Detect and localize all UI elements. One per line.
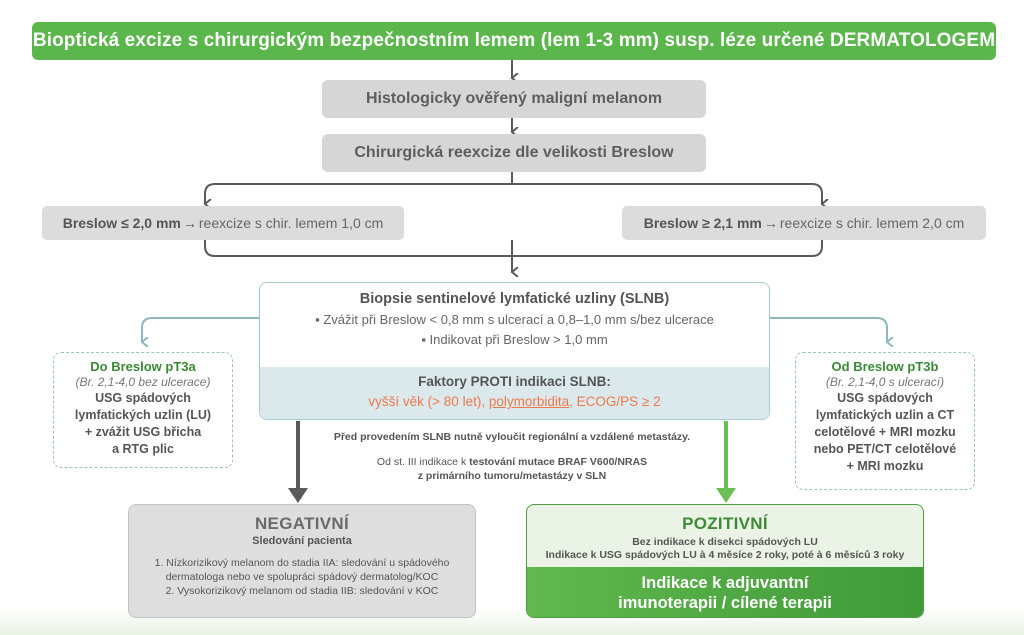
positive-line1: Bez indikace k disekci spádových LU — [632, 536, 818, 548]
factors-line: vyšší věk (> 80 let), polymorbidita, ECO… — [260, 394, 769, 409]
negative-list: 1. Nízkorizikový melanom do stadia IIA: … — [129, 556, 475, 598]
reexcision-text: Chirurgická reexcize dle velikosti Bresl… — [354, 144, 674, 161]
factor-polymorbidity: polymorbidita — [488, 394, 570, 409]
negative-item-2: 2. Vysokorizikový melanom od stadia IIB:… — [165, 585, 439, 597]
arrow-slnb-to-right — [770, 317, 887, 342]
histology-text: Histologicky ověřený maligní melanom — [365, 90, 663, 107]
braf-note: Od st. III indikace k testování mutace B… — [290, 455, 734, 483]
arrow-to-positive — [716, 421, 736, 503]
right-line: nebo PET/CT celotělové — [813, 442, 957, 456]
left-line: lymfatických uzlin (LU) — [74, 408, 212, 422]
braf-note-bold: testování mutace BRAF V600/NRAS — [469, 456, 648, 468]
negative-item-1-line1: 1. Nízkorizikový melanom do stadia IIA: … — [154, 557, 450, 569]
factors-title: Faktory PROTI indikaci SLNB: — [418, 374, 611, 389]
slnb-title: Biopsie sentinelové lymfatické uzliny (S… — [359, 291, 670, 307]
biopsy-excision-box: Bioptická excize s chirurgickým bezpečno… — [32, 22, 996, 60]
left-line: USG spádových — [95, 391, 191, 405]
left-text: USG spádových lymfatických uzlin (LU) + … — [54, 390, 232, 458]
arrow-to-negative — [288, 421, 308, 503]
adjuvant-line1: Indikace k adjuvantní — [641, 574, 809, 592]
right-subtitle: (Br. 2,1-4,0 s ulcerací) — [825, 375, 945, 389]
left-subtitle: (Br. 2,1-4,0 bez ulcerace) — [75, 375, 211, 389]
negative-item-1-line2: dermatologa nebo ve spolupráci spádový d… — [165, 571, 439, 583]
braf-note-line1: Od st. III indikace k testování mutace B… — [290, 455, 734, 469]
negative-box: NEGATIVNÍ Sledování pacienta 1. Nízkoriz… — [128, 504, 476, 618]
breslow-low-text: reexcize s chir. lemem 1,0 cm — [198, 215, 384, 231]
positive-box: POZITIVNÍ Bez indikace k disekci spádový… — [526, 504, 924, 618]
arrow-right-icon: → — [182, 215, 197, 231]
factor-sep: , — [569, 394, 577, 409]
braf-note-line2: z primárního tumoru/metastázy v SLN — [417, 470, 607, 482]
arrow-split-right — [512, 183, 822, 204]
positive-title: POZITIVNÍ — [682, 514, 768, 533]
slnb-factors: Faktory PROTI indikaci SLNB: vyšší věk (… — [260, 367, 769, 419]
left-title: Do Breslow pT3a — [90, 359, 196, 374]
positive-line2: Indikace k USG spádových LU à 4 měsíce 2… — [545, 549, 905, 561]
slnb-consider-line: ▪ Zvážit při Breslow < 0,8 mm s ulcerací… — [315, 312, 714, 327]
negative-title: NEGATIVNÍ — [254, 514, 349, 533]
factor-ecog: ECOG/PS ≥ 2 — [576, 394, 661, 409]
braf-note-prefix: Od st. III indikace k — [376, 456, 470, 468]
right-line: + MRI mozku — [846, 459, 924, 473]
breslow-high-label: Breslow ≥ 2,1 mm — [643, 215, 762, 231]
arrow-breslow-merge — [204, 240, 823, 257]
factor-age: vyšší věk (> 80 let) — [368, 394, 482, 409]
adjuvant-therapy-banner: Indikace k adjuvantní imunoterapii / cíl… — [527, 567, 923, 617]
left-pt3a-box: Do Breslow pT3a (Br. 2,1-4,0 bez ulcerac… — [53, 352, 233, 468]
metastasis-note: Před provedením SLNB nutně vyloučit regi… — [333, 431, 691, 443]
biopsy-excision-text: Bioptická excize s chirurgickým bezpečno… — [32, 30, 996, 51]
slnb-info: Biopsie sentinelové lymfatické uzliny (S… — [260, 283, 769, 367]
right-line: lymfatických uzlin a CT — [815, 408, 955, 422]
slnb-indicate-line: ▪ Indikovat při Breslow > 1,0 mm — [421, 332, 608, 347]
breslow-low-label: Breslow ≤ 2,0 mm — [62, 215, 181, 231]
right-text: USG spádových lymfatických uzlin a CT ce… — [796, 390, 974, 475]
right-line: USG spádových — [837, 391, 933, 405]
breslow-high-box: Breslow ≥ 2,1 mm → reexcize s chir. leme… — [622, 206, 986, 240]
breslow-low-box: Breslow ≤ 2,0 mm → reexcize s chir. leme… — [42, 206, 404, 240]
slnb-box: Biopsie sentinelové lymfatické uzliny (S… — [259, 282, 770, 420]
arrow-slnb-to-left — [142, 317, 259, 342]
histology-box: Histologicky ověřený maligní melanom — [322, 80, 706, 118]
negative-subtitle: Sledování pacienta — [252, 535, 352, 547]
left-line: + zvážit USG břicha — [84, 425, 202, 439]
breslow-high-text: reexcize s chir. lemem 2,0 cm — [779, 215, 965, 231]
arrow-split-left — [205, 183, 512, 204]
right-pt3b-box: Od Breslow pT3b (Br. 2,1-4,0 s ulcerací)… — [795, 352, 975, 490]
reexcision-box: Chirurgická reexcize dle velikosti Bresl… — [322, 134, 706, 172]
factor-sep: , — [481, 394, 489, 409]
positive-text: Bez indikace k disekci spádových LU Indi… — [527, 536, 923, 562]
right-title: Od Breslow pT3b — [831, 359, 939, 374]
arrow-right-icon: → — [763, 215, 778, 231]
adjuvant-line2: imunoterapii / cílené terapii — [618, 594, 832, 612]
right-line: celotělové + MRI mozku — [814, 425, 956, 439]
left-line: a RTG plic — [112, 442, 174, 456]
